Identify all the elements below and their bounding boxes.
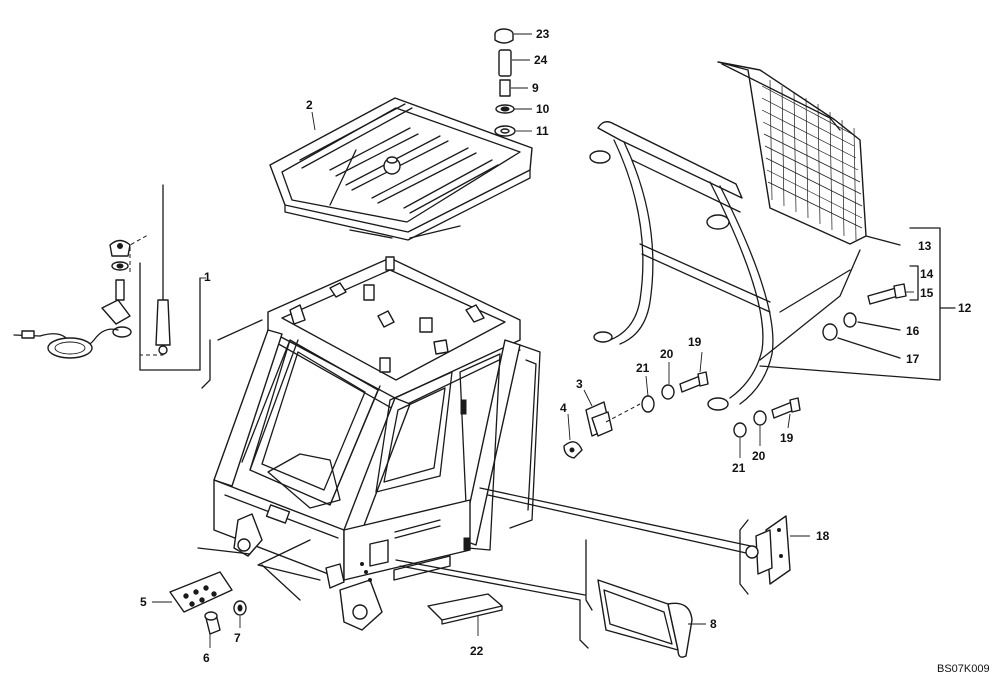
callout-23: 23 (536, 27, 550, 41)
callout-21-top: 21 (636, 361, 650, 375)
callout-17: 17 (906, 352, 920, 366)
callout-24: 24 (534, 53, 548, 67)
callout-20-top: 20 (660, 347, 674, 361)
roof-fastener-stack (494, 28, 516, 137)
callout-13: 13 (918, 239, 932, 253)
callout-3: 3 (576, 377, 583, 391)
callout-5: 5 (140, 595, 147, 609)
callout-19-bottom: 19 (780, 431, 794, 445)
callout-10: 10 (536, 102, 550, 116)
callout-20-bottom: 20 (752, 449, 766, 463)
cab-frame (197, 256, 761, 631)
callout-15: 15 (920, 286, 934, 300)
callout-11: 11 (536, 124, 549, 138)
mounting-plate (169, 571, 247, 635)
guard-fasteners (822, 283, 907, 359)
callout-6: 6 (203, 651, 210, 665)
callout-14: 14 (920, 267, 934, 281)
bracket-assembly (563, 371, 801, 459)
side-window (579, 539, 693, 658)
callout-9: 9 (532, 81, 539, 95)
callout-12: 12 (958, 301, 972, 315)
callout-19-top: 19 (688, 335, 702, 349)
callout-4: 4 (560, 401, 567, 415)
front-guard-frame (589, 61, 956, 411)
callout-1: 1 (204, 270, 211, 284)
antenna-assembly (13, 184, 201, 371)
callout-18: 18 (816, 529, 830, 543)
callout-21-bottom: 21 (732, 461, 746, 475)
step-plate (427, 593, 503, 625)
drawing-code: BS07K009 (937, 663, 990, 675)
callout-7: 7 (234, 631, 241, 645)
callout-16: 16 (906, 324, 920, 338)
part-callouts: 1 2 23 24 9 10 11 13 14 15 12 16 17 19 (140, 27, 972, 665)
callout-2: 2 (306, 98, 313, 112)
door-hinge (739, 515, 791, 595)
callout-8: 8 (710, 617, 717, 631)
roof-panel (269, 97, 533, 241)
callout-22: 22 (470, 644, 484, 658)
